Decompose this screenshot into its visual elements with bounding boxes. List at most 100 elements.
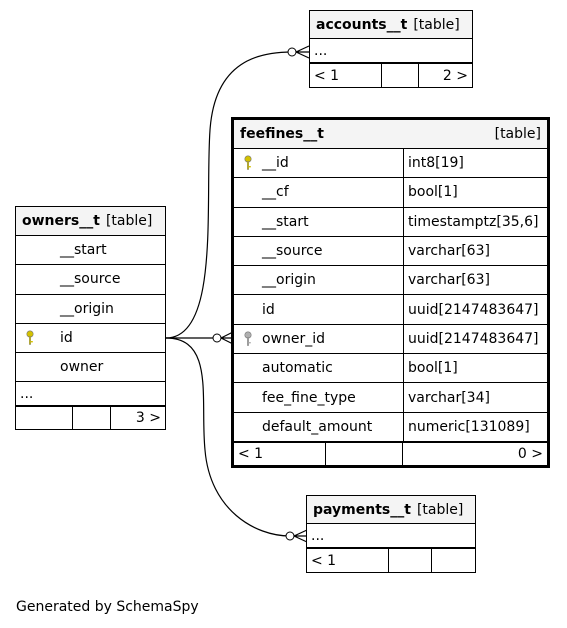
column-type-cell: int8[19] — [403, 149, 547, 178]
column-name-cell: default_amount — [234, 413, 403, 441]
column-name-cell: owner_id — [234, 325, 403, 353]
column-row: __origin — [16, 295, 165, 324]
column-name-cell: owner — [16, 353, 165, 381]
more-columns-row: ... — [307, 524, 475, 548]
more-columns-row: ... — [310, 39, 472, 63]
table-owners[interactable]: owners__t [table] __start __source __origi… — [15, 206, 166, 431]
column-name-cell: fee_fine_type — [234, 383, 403, 411]
table-header: accounts__t [table] — [310, 11, 472, 39]
column-name: fee_fine_type — [262, 389, 356, 406]
column-row: fee_fine_type varchar[34] — [234, 383, 547, 413]
table-tag: [table] — [494, 126, 541, 142]
column-name: __id — [262, 155, 289, 172]
column-type: numeric[131089] — [408, 418, 530, 435]
column-name-cell: id — [234, 295, 403, 323]
column-row: __cf bool[1] — [234, 178, 547, 208]
column-name: owner — [60, 359, 104, 376]
column-row: __source varchar[63] — [234, 236, 547, 267]
table-name: payments__t — [313, 501, 411, 518]
table-footer: < 1 — [307, 548, 475, 573]
column-type-cell: uuid[2147483647] — [403, 324, 547, 354]
table-name: accounts__t — [316, 16, 408, 33]
column-name: default_amount — [262, 418, 373, 435]
footer-right: 2 > — [442, 67, 468, 84]
footer-right: 3 > — [135, 410, 161, 427]
column-type: bool[1] — [408, 360, 458, 377]
edge-end-accounts — [287, 47, 297, 57]
footer-left — [16, 406, 73, 431]
table-header: owners__t [table] — [16, 207, 165, 236]
column-type-cell: timestamptz[35,6] — [403, 207, 547, 236]
primary-key-icon — [26, 330, 34, 345]
column-name: id — [262, 301, 275, 318]
column-type: varchar[63] — [408, 243, 490, 260]
footer-mid — [326, 442, 403, 467]
column-name: __origin — [262, 272, 316, 289]
edge-end-payments — [285, 531, 295, 541]
generated-by-label: Generated by SchemaSpy — [16, 599, 199, 615]
primary-key-icon — [244, 155, 252, 170]
column-type: bool[1] — [408, 184, 458, 201]
edge-owners-accounts — [165, 51, 293, 339]
column-row: __start — [16, 236, 165, 266]
column-name: __source — [262, 243, 323, 260]
footer-left: < 1 — [234, 442, 326, 467]
table-footer: < 1 0 > — [234, 441, 547, 467]
column-type: uuid[2147483647] — [408, 330, 539, 347]
column-name-cell: __start — [234, 208, 403, 236]
footer-left: < 1 — [310, 63, 382, 88]
column-row: default_amount numeric[131089] — [234, 412, 547, 442]
table-header: payments__t [table] — [307, 496, 475, 524]
table-tag: [table] — [416, 501, 464, 518]
column-type-cell: varchar[63] — [403, 266, 547, 295]
column-type: varchar[34] — [408, 389, 490, 406]
column-name-cell: __id — [234, 149, 403, 177]
table-name: owners__t — [22, 213, 100, 229]
column-row: __source — [16, 265, 165, 295]
table-tag: [table] — [413, 16, 460, 33]
column-type-cell: numeric[131089] — [403, 412, 547, 441]
column-row: id — [16, 324, 165, 354]
footer-mid — [389, 548, 432, 573]
column-row: __id int8[19] — [234, 149, 547, 179]
column-name-cell: id — [16, 324, 165, 352]
more-columns-row: ... — [16, 382, 165, 407]
column-row: __origin varchar[63] — [234, 266, 547, 296]
column-name-cell: __source — [16, 265, 165, 293]
column-name: __origin — [60, 300, 114, 317]
column-name-cell: __source — [234, 237, 403, 265]
table-tag: [table] — [105, 213, 153, 229]
column-type-cell: bool[1] — [403, 178, 547, 207]
column-type: int8[19] — [408, 155, 464, 172]
table-footer: 3 > — [16, 406, 165, 431]
column-name: automatic — [262, 360, 333, 377]
column-type-cell: varchar[34] — [403, 383, 547, 412]
column-name: __cf — [262, 184, 289, 201]
column-name: __start — [60, 242, 107, 259]
footer-right — [432, 549, 475, 573]
column-type: uuid[2147483647] — [408, 301, 539, 318]
column-name: __start — [262, 213, 309, 230]
more-columns: ... — [314, 42, 328, 59]
footer-right: 0 > — [517, 446, 543, 463]
table-payments[interactable]: payments__t [table] ... < 1 — [306, 495, 476, 573]
column-name: owner_id — [262, 330, 326, 347]
foreign-key-icon — [244, 331, 252, 346]
column-name: __source — [60, 271, 121, 288]
column-name-cell: __cf — [234, 178, 403, 206]
column-type: timestamptz[35,6] — [408, 213, 539, 230]
column-name-cell: __origin — [234, 266, 403, 294]
column-type-cell: bool[1] — [403, 354, 547, 383]
table-accounts[interactable]: accounts__t [table] ... < 1 2 > — [309, 10, 473, 88]
column-row: __start timestamptz[35,6] — [234, 207, 547, 237]
table-header: feefines__t [table] — [234, 120, 547, 149]
footer-mid — [382, 63, 419, 88]
column-row: owner — [16, 353, 165, 383]
column-type-cell: uuid[2147483647] — [403, 295, 547, 324]
column-row: id uuid[2147483647] — [234, 295, 547, 325]
column-name-cell: __origin — [16, 295, 165, 323]
more-columns: ... — [20, 385, 34, 402]
edge-owners-payments — [165, 337, 291, 537]
table-footer: < 1 2 > — [310, 63, 472, 88]
